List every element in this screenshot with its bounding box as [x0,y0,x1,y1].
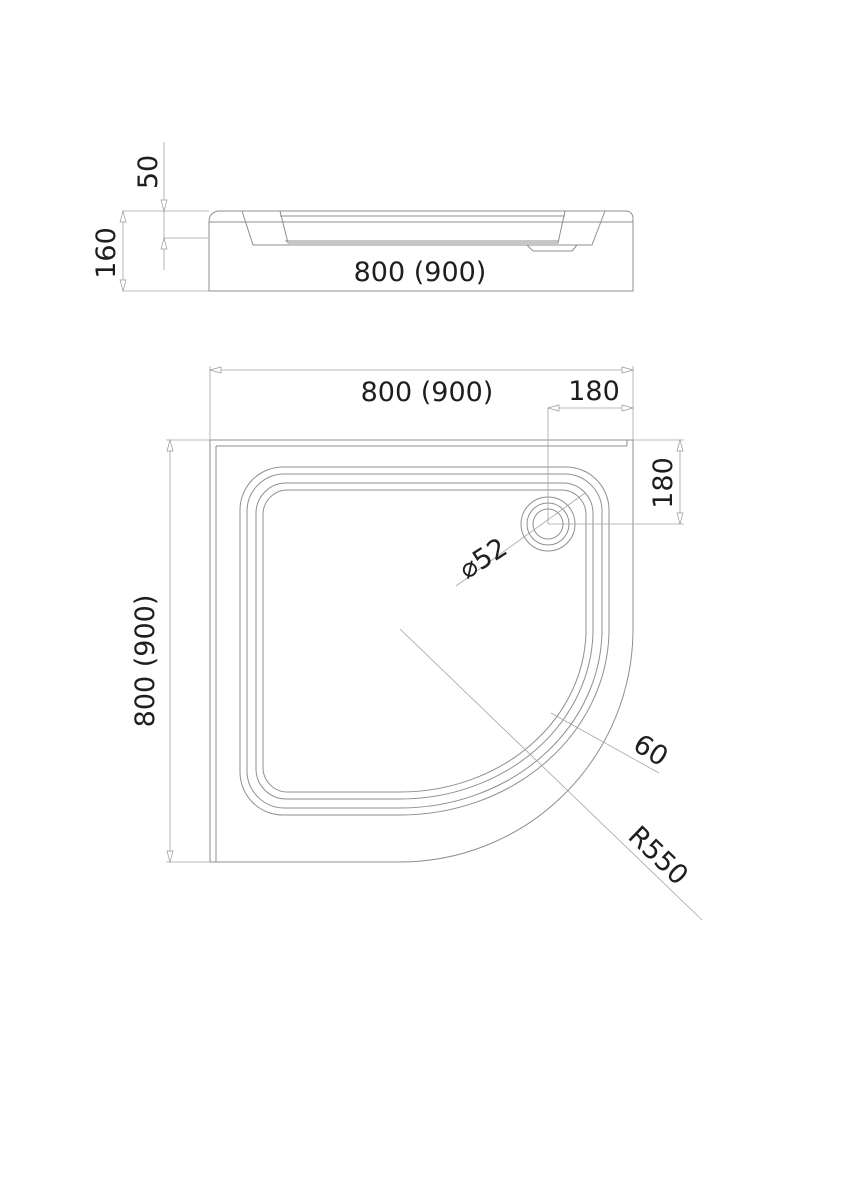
side-tray-profile [241,210,606,246]
rim-width-dimension [550,712,660,774]
arrow-icon [546,404,560,412]
plan-height-dimension [166,439,210,863]
drain-offset-y-label: 180 [648,457,679,509]
tray-inner-edge [215,440,628,862]
basin-ring-3 [255,482,594,800]
arrow-icon [119,279,127,293]
drain-diameter-label: ⌀52 [454,532,513,586]
drain-offset-y-dimension [548,439,684,525]
plan-height-label: 800 (900) [130,595,161,728]
height-dimension-line [122,210,209,292]
side-height-label: 160 [91,227,122,279]
depth-dimension-line [163,142,209,270]
arrow-icon [676,512,684,526]
arrow-icon [676,438,684,452]
arrow-icon [208,366,222,374]
plan-width-dimension [209,366,634,440]
drain-offset-x-dimension [547,407,633,524]
plan-view: 800 (900) 800 (900) 180 180 ⌀52 60 R550 [130,366,703,921]
arrow-icon [160,236,168,250]
arrow-icon [621,366,635,374]
radius-dimension [399,628,703,921]
basin-ring-4 [262,489,587,793]
arrow-icon [166,438,174,452]
side-outline [208,210,634,292]
basin-ring-1 [239,466,610,816]
tray-outline [209,439,634,863]
basin-ring-2 [246,473,603,809]
arrow-icon [166,850,174,864]
drain-offset-x-label: 180 [568,376,620,407]
arrow-icon [621,404,635,412]
side-drain-bump [526,244,578,252]
rim-width-label: 60 [628,729,674,773]
radius-label: R550 [622,820,694,891]
plan-width-label: 800 (900) [361,377,494,408]
arrow-icon [119,209,127,223]
arrow-icon [160,199,168,213]
side-width-label: 800 (900) [354,257,487,288]
drain-diameter-dimension [455,492,586,587]
side-view: 50 160 800 (900) [91,142,634,293]
tray-basin-rings [239,466,610,816]
side-depth-label: 50 [133,155,164,189]
